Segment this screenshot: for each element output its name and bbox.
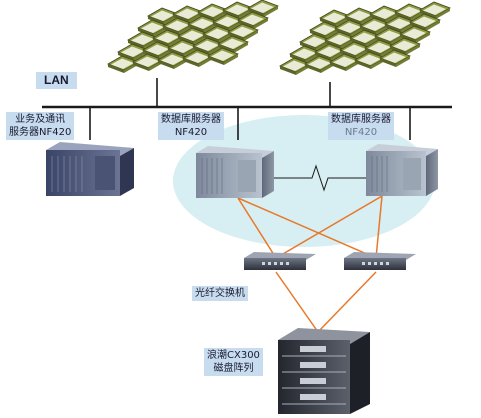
server-tower-icon bbox=[366, 144, 438, 196]
db-server-right-label: 数据库服务器 NF420 bbox=[328, 112, 394, 140]
disk-array-label: 浪潮CX300 磁盘阵列 bbox=[204, 348, 263, 376]
fiber-link bbox=[375, 195, 383, 259]
fiber-links bbox=[237, 195, 383, 333]
business-server-label: 业务及通讯 服务器NF420 bbox=[6, 112, 75, 140]
server-tower-icon bbox=[196, 146, 274, 198]
lan-label: LAN bbox=[36, 72, 77, 89]
fiber-switch-label: 光纤交换机 bbox=[192, 286, 248, 301]
db-server-left-label-line1: 数据库服务器 bbox=[161, 114, 221, 125]
fiber-link bbox=[317, 271, 377, 333]
heartbeat-link-icon bbox=[262, 164, 368, 192]
fiber-switch-icon bbox=[244, 252, 316, 270]
client-pc-group-left bbox=[107, 0, 279, 74]
business-server-label-line2: 服务器NF420 bbox=[9, 127, 72, 138]
disk-array-icon bbox=[278, 328, 370, 414]
fiber-link bbox=[275, 271, 319, 333]
db-server-left-label-line2: NF420 bbox=[174, 127, 208, 138]
fiber-link bbox=[237, 197, 377, 259]
server-tower-icon bbox=[46, 142, 134, 196]
fiber-link bbox=[275, 195, 383, 259]
db-server-right-label-line2: NF420 bbox=[344, 127, 378, 138]
client-pc-group-right bbox=[279, 1, 451, 76]
fiber-switch-icon bbox=[344, 252, 416, 270]
disk-array-label-line1: 浪潮CX300 bbox=[207, 350, 260, 361]
cluster-zone bbox=[173, 115, 435, 247]
db-server-right-label-line1: 数据库服务器 bbox=[331, 114, 391, 125]
disk-array-label-line2: 磁盘阵列 bbox=[213, 363, 254, 374]
business-server-label-line1: 业务及通讯 bbox=[15, 114, 66, 125]
db-server-left-label: 数据库服务器 NF420 bbox=[158, 112, 224, 140]
fiber-link bbox=[237, 197, 277, 259]
